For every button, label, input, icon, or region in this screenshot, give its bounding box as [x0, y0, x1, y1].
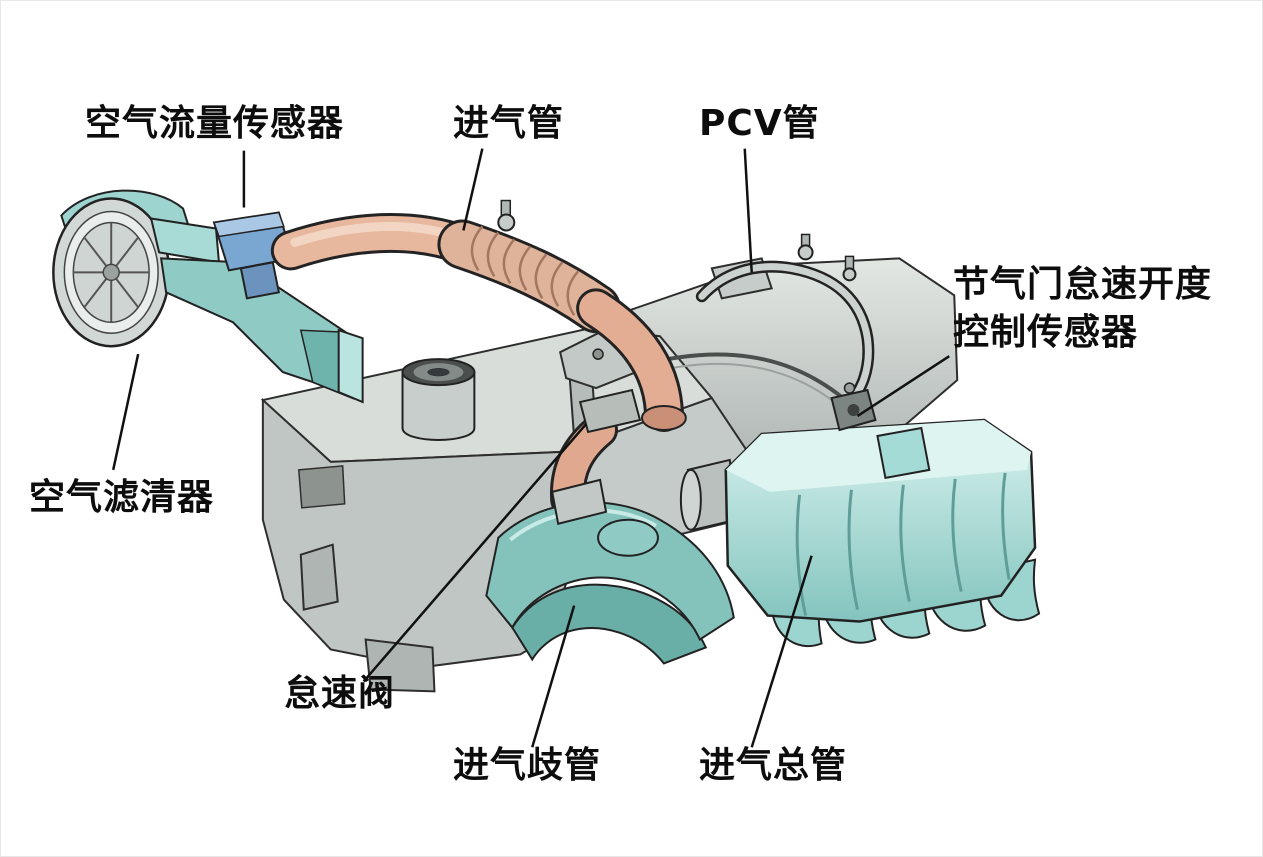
label-throttle-idle-sensor: 节气门怠速开度 控制传感器 [953, 261, 1243, 356]
leader-lines [111, 148, 950, 748]
label-idle-valve: 怠速阀 [284, 673, 396, 714]
throttle-idle-sensor-illustration [830, 382, 877, 432]
hose-corrugation-ribs [470, 225, 580, 316]
label-pcv-pipe: PCV管 [699, 103, 820, 144]
leader-pcv-pipe [743, 148, 753, 273]
label-air-flow-sensor: 空气流量传感器 [85, 103, 345, 144]
intake-branch-manifold-illustration [485, 478, 735, 665]
label-intake-branch-manifold: 进气歧管 [453, 745, 602, 786]
leader-idle-valve [362, 423, 588, 683]
intake-main-manifold-illustration [679, 418, 1041, 648]
label-intake-main-manifold: 进气总管 [699, 745, 848, 786]
label-air-filter: 空气滤清器 [29, 477, 215, 518]
leader-air-filter [111, 353, 140, 471]
leader-main-manifold [750, 555, 813, 748]
plenum-ribs [795, 472, 1011, 616]
leader-intake-pipe [462, 148, 484, 231]
label-throttle-idle-sensor-line2: 控制传感器 [953, 311, 1139, 353]
intake-pipe-illustration [270, 213, 687, 434]
leader-throttle-sensor [856, 355, 950, 418]
label-intake-pipe: 进气管 [453, 103, 565, 144]
label-throttle-idle-sensor-line1: 节气门怠速开度 [953, 264, 1213, 305]
air-filter-illustration [52, 189, 364, 404]
leader-branch-manifold [531, 605, 576, 748]
pcv-pipe-illustration [695, 260, 875, 411]
